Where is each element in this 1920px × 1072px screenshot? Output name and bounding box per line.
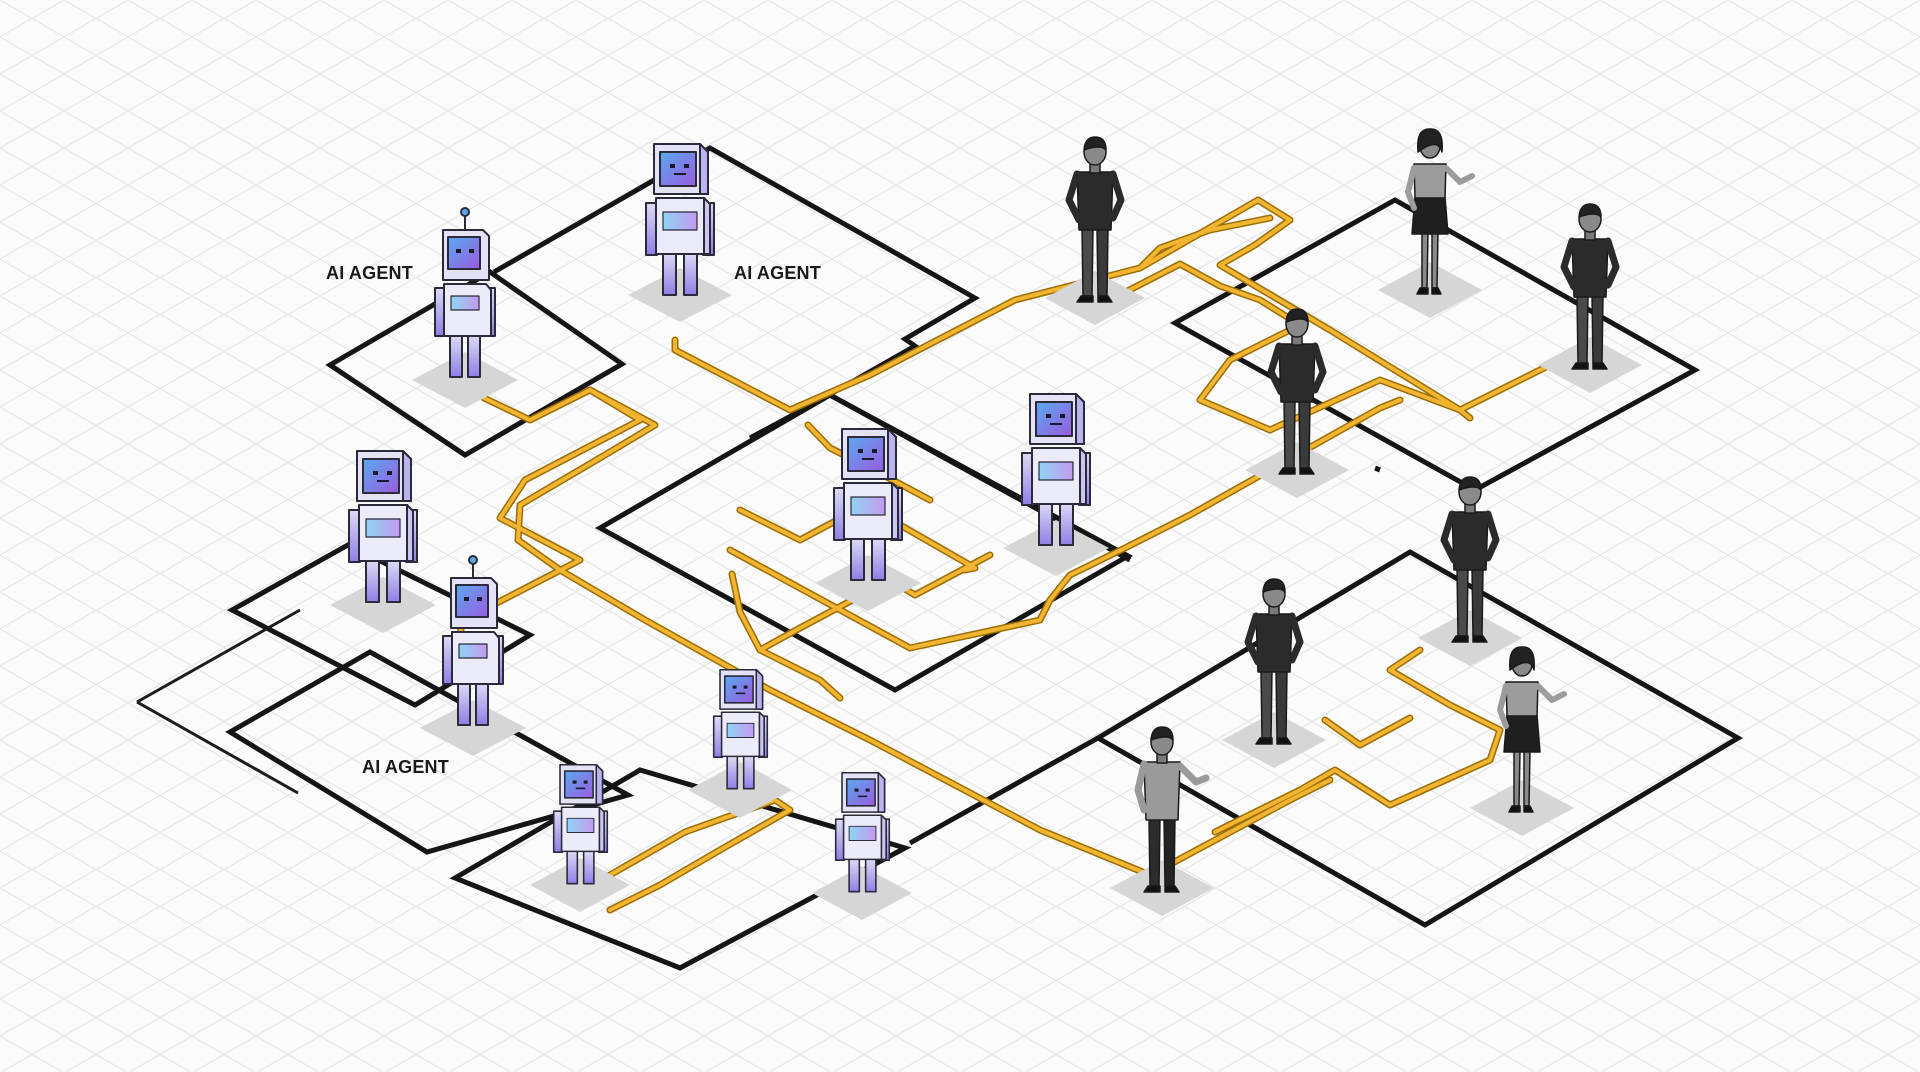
connector-right-loop [1213, 648, 1502, 834]
zone-far-left [136, 608, 301, 795]
zone-bottom-right [1093, 549, 1743, 928]
connector-drop [730, 572, 842, 700]
zone-bottom-small [449, 767, 912, 971]
zone-top-right [1169, 197, 1701, 493]
connector-bottom-loop [563, 798, 792, 912]
agent-labels: AI AGENT AI AGENT AI AGENT [326, 263, 821, 777]
connector-top-right-3 [1268, 358, 1562, 432]
connector-fills [458, 198, 1562, 912]
zone-bottom-center-link [908, 465, 1381, 846]
connector-right-spur [1323, 716, 1412, 747]
connector-cross-link [728, 398, 1402, 650]
connector-top-right-2 [1138, 198, 1472, 420]
agent-label-left: AI AGENT [326, 263, 413, 283]
zone-center [594, 392, 1134, 693]
agent-label-bottom: AI AGENT [362, 757, 449, 777]
zone-mid-left [226, 542, 536, 708]
zone-bottom-left [225, 649, 635, 855]
connector-top-right-1 [1108, 262, 1302, 432]
agent-label-top: AI AGENT [734, 263, 821, 283]
pads [330, 262, 1642, 920]
